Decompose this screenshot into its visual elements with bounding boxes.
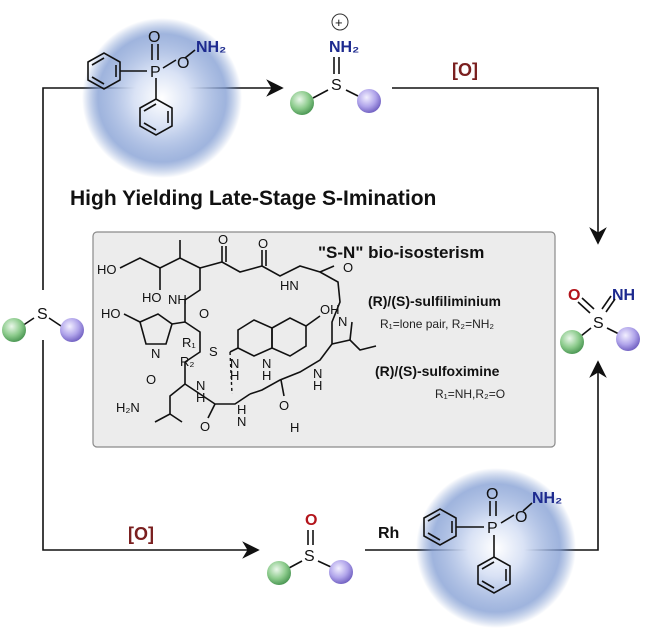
sulfoxide-sulfur: S [304, 548, 315, 565]
aminosulfonium-nitrogen: NH₂ [329, 39, 359, 56]
aminosulfonium-species: + NH₂ S [290, 13, 381, 115]
amide-nitrogen-label: N [338, 314, 347, 329]
sulfoximine-nitrogen: NH [612, 287, 635, 304]
ester-oxygen-atom: O [515, 509, 527, 526]
sulfoxide-intermediate: O S [267, 512, 353, 585]
sulfoxide-oxygen: O [305, 512, 317, 529]
oxygen-label: O [218, 232, 228, 247]
amide-nitrogen-label: H [262, 368, 271, 383]
phenyl-ring-icon [423, 508, 457, 546]
oxygen-atom: O [486, 486, 498, 503]
bridge-sulfur-label: S [209, 344, 218, 359]
oxidant-label-top: [O] [452, 60, 478, 80]
oxygen-label: O [146, 372, 156, 387]
amide-nitrogen-label: N [196, 378, 205, 393]
sulfoximine-sulfur: S [593, 315, 604, 332]
oxidant-label-bottom: [O] [128, 524, 154, 544]
rhodium-catalyst-label: Rh [378, 525, 399, 542]
purple-substituent-sphere [357, 89, 381, 113]
amide-nitrogen-label: N [230, 356, 239, 371]
sulfoximine-label: (R)/(S)-sulfoximine [375, 363, 500, 379]
scheme-title: High Yielding Late-Stage S-Imination [70, 187, 436, 210]
sulfiliminium-label: (R)/(S)-sulfiliminium [368, 293, 501, 309]
panel-background [92, 231, 556, 448]
amide-nitrogen-label: N [313, 366, 322, 381]
amide-nitrogen-label: H [290, 420, 299, 435]
purple-substituent-sphere [616, 327, 640, 351]
hydroxyl-label: HO [97, 262, 117, 277]
r1-label: R₁ [182, 335, 196, 350]
amine-label: H₂N [116, 400, 140, 415]
oxygen-label: O [258, 236, 268, 251]
aminosulfonium-sulfur: S [331, 77, 342, 94]
bio-isosterism-panel: "S-N" bio-isosterism (R)/(S)-sulfilimini… [92, 231, 556, 448]
sulfoximine-product: O NH S [560, 287, 640, 354]
amide-nitrogen-label: H [237, 402, 246, 417]
hydroxyl-label: OH [320, 302, 340, 317]
phosphorus-atom: P [150, 64, 161, 81]
amide-nitrogen-label: N [262, 356, 271, 371]
sulfide-sulfur: S [37, 306, 48, 323]
charge-circle-icon [331, 13, 349, 31]
cyclic-peptide-structure [119, 240, 377, 423]
oxygen-label: O [200, 419, 210, 434]
green-substituent-sphere [290, 91, 314, 115]
amide-nitrogen-label: H [196, 390, 205, 405]
oxygen-label: O [343, 260, 353, 275]
green-substituent-sphere [560, 330, 584, 354]
reagent-glow-bottom [416, 468, 576, 628]
r2-label: R₂ [180, 354, 194, 369]
positive-charge: + [335, 15, 343, 30]
purple-substituent-sphere [60, 318, 84, 342]
sulfide-substrate: S [2, 306, 84, 342]
reagent-dppha-bottom: P O O NH₂ [416, 468, 576, 628]
green-substituent-sphere [2, 318, 26, 342]
amide-nitrogen-label: H [230, 368, 239, 383]
sulfoximine-oxygen: O [568, 287, 580, 304]
green-substituent-sphere [267, 561, 291, 585]
arrow-sulfide-to-sulfoxide [42, 340, 260, 559]
amine-group: NH₂ [532, 490, 562, 507]
panel-heading: "S-N" bio-isosterism [318, 243, 484, 262]
amine-group: NH₂ [196, 39, 226, 56]
sulfoximine-note: R₁=NH,R₂=O [435, 387, 505, 401]
arrow-oxidation-to-sulfoximine [392, 87, 607, 245]
pyrrolidine-nitrogen: N [151, 346, 160, 361]
phenyl-ring-icon [87, 52, 121, 90]
purple-substituent-sphere [329, 560, 353, 584]
amide-nitrogen-label: NH [168, 292, 187, 307]
hydroxyl-label: HO [142, 290, 162, 305]
reagent-glow-top [82, 18, 242, 178]
oxygen-label: O [199, 306, 209, 321]
reagent-dppha-top: P O O NH₂ [82, 18, 242, 178]
oxygen-atom: O [148, 29, 160, 46]
amide-nitrogen-label: HN [280, 278, 299, 293]
amide-nitrogen-label: H [313, 378, 322, 393]
phosphorus-atom: P [487, 520, 498, 537]
sulfiliminium-note: R₁=lone pair, R₂=NH₂ [380, 317, 494, 331]
amide-nitrogen-label: N [237, 414, 246, 429]
hydroxyl-label: HO [101, 306, 121, 321]
ester-oxygen-atom: O [177, 55, 189, 72]
oxygen-label: O [279, 398, 289, 413]
